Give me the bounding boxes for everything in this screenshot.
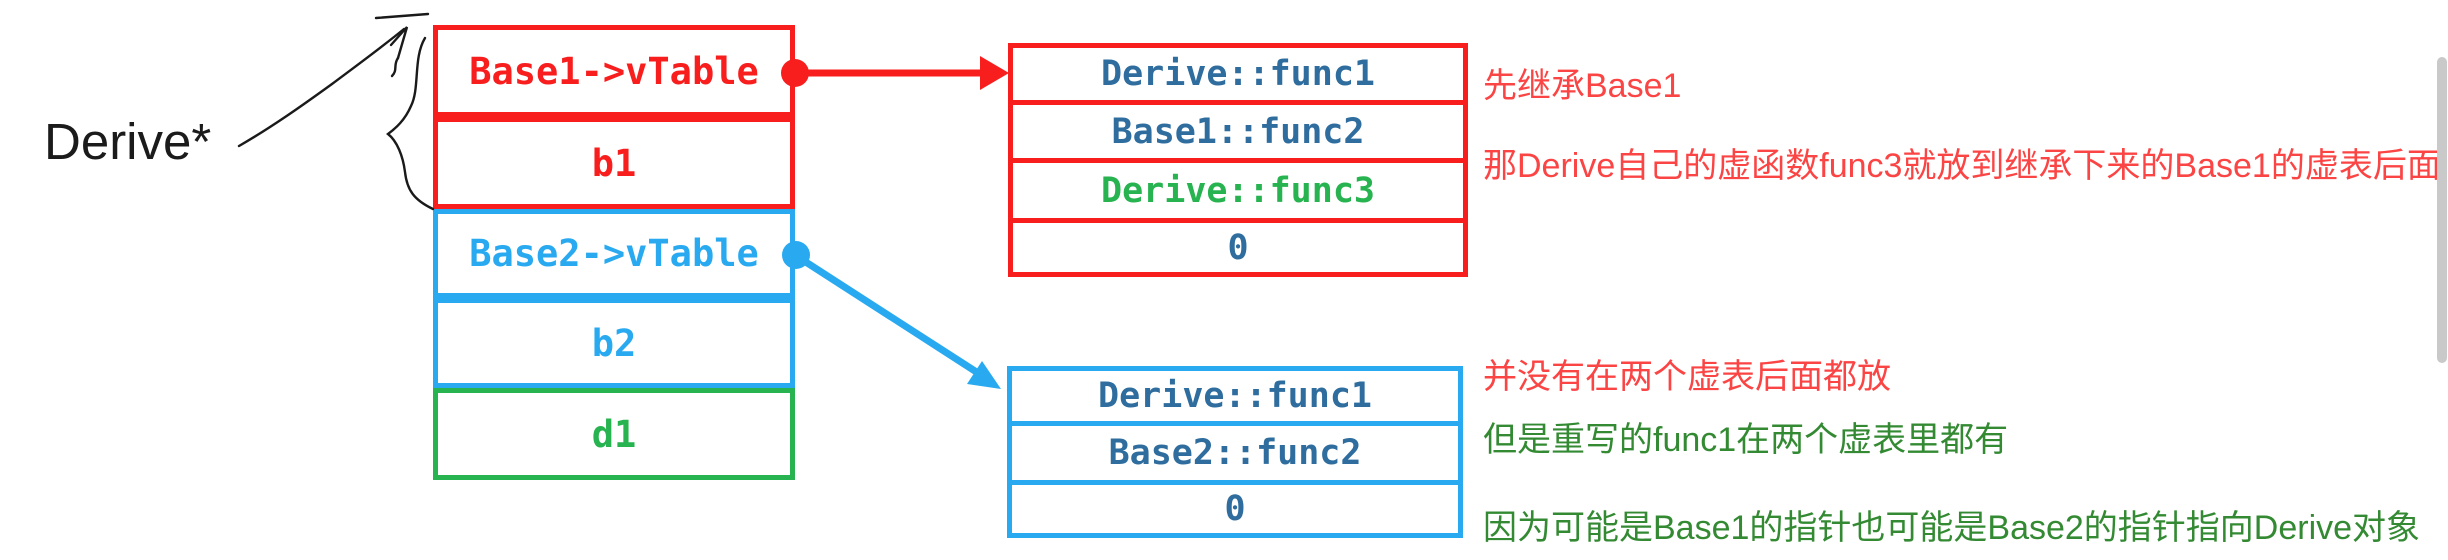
base1-vtable-row-null: 0 xyxy=(1008,218,1468,277)
base1-arrowhead-icon xyxy=(980,56,1009,90)
derive-pointer-label: Derive* xyxy=(44,113,212,170)
base2-arrowhead-icon xyxy=(967,361,1001,389)
base2-vtable-row-null: 0 xyxy=(1007,480,1463,538)
object-row-label: Base2->vTable xyxy=(469,232,759,275)
object-row-label: b1 xyxy=(591,141,637,185)
object-row-label: Base1->vTable xyxy=(469,49,759,93)
vtable-entry: 0 xyxy=(1224,489,1246,529)
annotation-func3-placement: 那Derive自己的虚函数func3就放到继承下来的Base1的虚表后面 xyxy=(1483,147,2441,185)
object-row-label: d1 xyxy=(591,412,637,456)
object-row-b1: b1 xyxy=(433,117,795,209)
base1-vtable-row-func2: Base1::func2 xyxy=(1008,100,1468,163)
annotation-pointer-reason: 因为可能是Base1的指针也可能是Base2的指针指向Derive对象 xyxy=(1483,509,2421,547)
base2-vtable-row-func2: Base2::func2 xyxy=(1007,421,1463,485)
base2-vtable-connector xyxy=(782,241,1001,389)
base1-vtable-row-func1: Derive::func1 xyxy=(1008,43,1468,105)
vtable-entry: Base2::func2 xyxy=(1108,433,1362,473)
vtable-entry: Derive::func3 xyxy=(1101,170,1375,211)
object-row-base1-vtable-ptr: Base1->vTable xyxy=(433,25,795,117)
annotation-not-both-tables: 并没有在两个虚表后面都放 xyxy=(1483,358,1891,396)
object-row-b2: b2 xyxy=(433,298,795,388)
vtable-entry: Derive::func1 xyxy=(1101,54,1375,94)
scrollbar-thumb[interactable] xyxy=(2437,57,2447,363)
object-row-d1: d1 xyxy=(433,388,795,480)
vtable-entry: Derive::func1 xyxy=(1098,376,1372,416)
base1-vtable-connector xyxy=(781,56,1009,90)
base1-subobject-brace-icon xyxy=(386,36,435,211)
object-row-label: b2 xyxy=(591,321,637,365)
object-row-base2-vtable-ptr: Base2->vTable xyxy=(433,209,795,298)
vtable-entry: 0 xyxy=(1227,227,1249,268)
annotation-inherit-base1: 先继承Base1 xyxy=(1483,67,1682,105)
vtable-entry: Base1::func2 xyxy=(1111,111,1365,152)
annotation-func1-in-both: 但是重写的func1在两个虚表里都有 xyxy=(1483,421,2009,459)
derive-pointer-arrow-icon xyxy=(237,12,430,148)
